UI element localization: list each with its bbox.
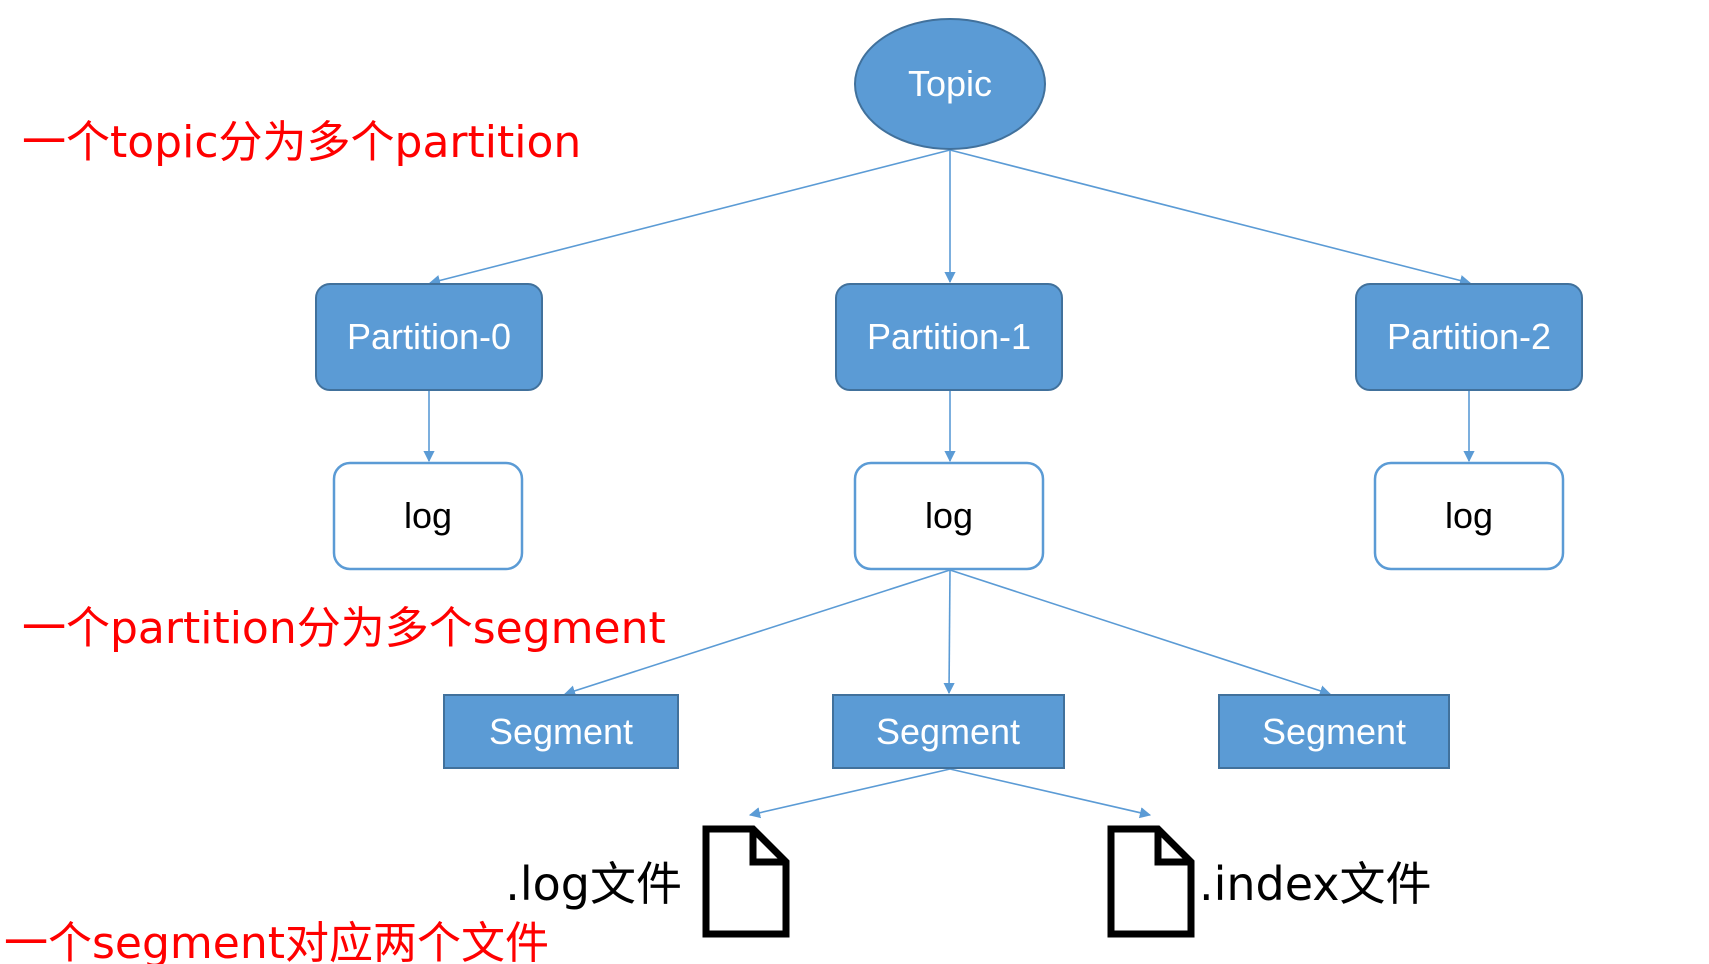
partition-0-label: Partition-0	[347, 316, 511, 357]
log-1-label: log	[925, 495, 973, 536]
partition-1-node: Partition-1	[835, 283, 1063, 391]
segment-1-node: Segment	[832, 694, 1065, 769]
annotation-segment-files: 一个segment对应两个文件	[4, 918, 549, 964]
document-icon	[702, 825, 790, 938]
segment-2-node: Segment	[1218, 694, 1450, 769]
partition-2-node: Partition-2	[1355, 283, 1583, 391]
log-1-node: log	[853, 461, 1045, 571]
annotation-partition-segment: 一个partition分为多个segment	[22, 603, 666, 654]
document-icon	[1107, 825, 1195, 938]
log-file-label: .log文件	[505, 857, 682, 911]
log-2-label: log	[1445, 495, 1493, 536]
edge-log-segment-2	[949, 569, 1332, 697]
segment-1-label: Segment	[876, 711, 1020, 752]
index-file-label: .index文件	[1199, 857, 1431, 911]
edge-log-segment-1	[943, 569, 955, 695]
edge-segment-index-file	[949, 768, 1152, 819]
connectors	[423, 149, 1475, 819]
annotation-topic-partition: 一个topic分为多个partition	[22, 117, 581, 168]
edge-segment-log-file	[748, 768, 951, 819]
partition-2-label: Partition-2	[1387, 316, 1551, 357]
partition-0-node: Partition-0	[315, 283, 543, 391]
edge-log-segment-0	[563, 569, 951, 697]
partition-1-label: Partition-1	[867, 316, 1031, 357]
segment-0-label: Segment	[489, 711, 633, 752]
topic-label: Topic	[908, 63, 992, 104]
segment-0-node: Segment	[443, 694, 679, 769]
edge-topic-partition-0	[428, 149, 951, 286]
segment-2-label: Segment	[1262, 711, 1406, 752]
log-2-node: log	[1373, 461, 1565, 571]
edge-topic-partition-2	[949, 149, 1472, 286]
log-0-node: log	[332, 461, 524, 571]
topic-node: Topic	[854, 18, 1046, 150]
log-0-label: log	[404, 495, 452, 536]
